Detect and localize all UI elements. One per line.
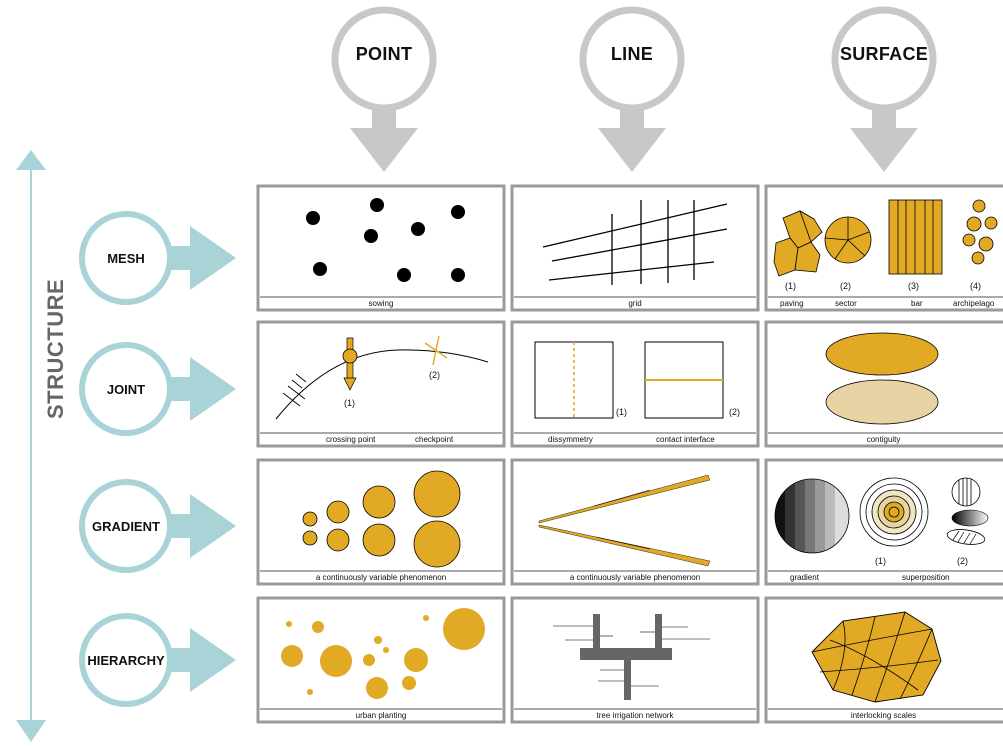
caption-sector: sector <box>835 299 857 308</box>
caption-bar: bar <box>911 299 923 308</box>
cell-joint-line <box>510 320 760 448</box>
number-checkpoint: (2) <box>429 370 440 380</box>
number-dissymmetry: (1) <box>616 407 627 417</box>
cell-joint-surface <box>764 320 1003 448</box>
number-crossing-point: (1) <box>344 398 355 408</box>
caption-urban-planting: urban planting <box>355 711 407 720</box>
number-gradient: (1) <box>875 556 886 566</box>
caption-checkpoint: checkpoint <box>415 435 454 444</box>
caption-archipelago: archipelago <box>953 299 995 308</box>
row-pin-gradient <box>79 479 236 573</box>
cell-hierarchy-line <box>510 596 760 724</box>
cell-gradient-point <box>256 458 506 586</box>
structure-axis-label: STRUCTURE <box>43 278 69 419</box>
column-header-surface: SURFACE <box>839 44 929 64</box>
row-header-joint: JOINT <box>106 382 146 397</box>
cell-mesh-point <box>256 184 506 312</box>
caption-gradient: gradient <box>790 573 819 582</box>
caption-line-continuous: a continuously variable phenomenon <box>569 573 701 582</box>
caption-contiguity: contiguity <box>866 435 901 444</box>
column-pin-point <box>331 6 437 172</box>
caption-tree-irrigation-network: tree irrigation network <box>596 711 674 720</box>
row-pin-joint <box>79 342 236 436</box>
row-pin-hierarchy <box>79 613 236 707</box>
caption-superposition: superposition <box>902 573 950 582</box>
cell-hierarchy-point <box>256 596 506 724</box>
row-pin-mesh <box>79 211 236 305</box>
cell-mesh-line <box>510 184 760 312</box>
number-bar: (3) <box>908 281 919 291</box>
row-header-hierarchy: HIERARCHY <box>87 653 165 668</box>
number-superposition: (2) <box>957 556 968 566</box>
column-pin-line <box>579 6 685 172</box>
row-header-gradient: GRADIENT <box>92 519 160 534</box>
row-header-mesh: MESH <box>107 251 145 266</box>
caption-point-continuous: a continuously variable phenomenon <box>315 573 447 582</box>
caption-sowing: sowing <box>368 299 394 308</box>
number-paving: (1) <box>785 281 796 291</box>
caption-grid: grid <box>628 299 642 308</box>
caption-contact-interface: contact interface <box>656 435 715 444</box>
caption-paving: paving <box>780 299 804 308</box>
number-sector: (2) <box>840 281 851 291</box>
caption-dissymmetry: dissymmetry <box>548 435 593 444</box>
caption-interlocking-scales: interlocking scales <box>850 711 917 720</box>
number-contact-interface: (2) <box>729 407 740 417</box>
cell-hierarchy-surface <box>764 596 1003 724</box>
cell-joint-point <box>256 320 506 448</box>
cell-gradient-line <box>510 458 760 586</box>
number-archipelago: (4) <box>970 281 981 291</box>
structure-axis <box>16 150 46 742</box>
cell-gradient-surface <box>764 458 1003 586</box>
caption-crossing-point: crossing point <box>326 435 376 444</box>
column-pin-surface <box>831 6 937 172</box>
column-header-point: POINT <box>355 44 413 64</box>
cell-mesh-surface <box>764 184 1003 312</box>
column-header-line: LINE <box>610 44 654 64</box>
